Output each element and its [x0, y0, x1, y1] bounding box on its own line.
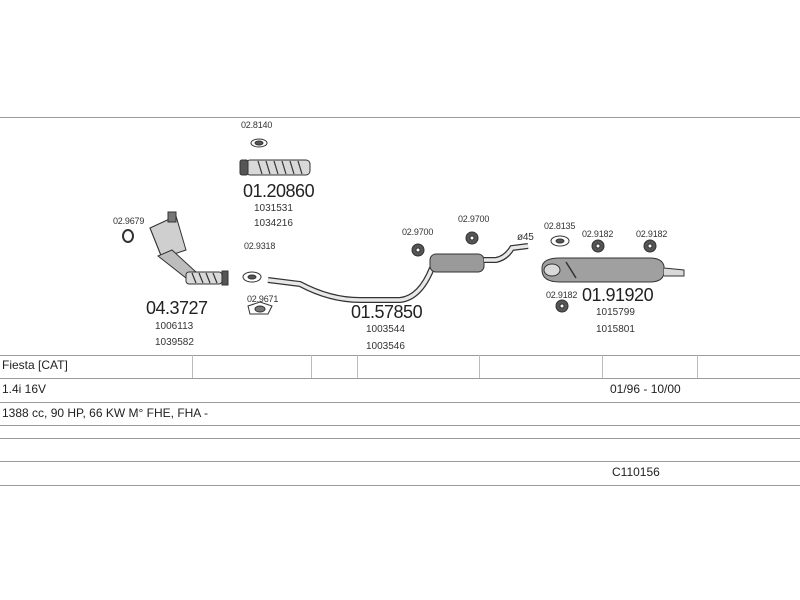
code-02-9182-a: 02.9182: [582, 229, 614, 239]
table-line-4: [0, 425, 800, 426]
clamp-02-8135: [550, 235, 570, 247]
hanger-02-9182-c: [555, 299, 569, 313]
code-02-9318: 02.9318: [244, 241, 276, 251]
catalog-code: C110156: [612, 465, 660, 479]
code-02-9182-b: 02.9182: [636, 229, 668, 239]
engine-specs: 1388 cc, 90 HP, 66 KW M° FHE, FHA -: [2, 406, 208, 420]
rear-silencer-01-91920: [541, 257, 685, 283]
table-line-1: [0, 355, 800, 356]
engine-name: 1.4i 16V: [2, 382, 47, 396]
diagram-top-border: [0, 117, 800, 118]
table-divider-6: [697, 355, 698, 378]
ref-04-3727-a: 1006113: [155, 321, 194, 332]
ref-04-3727-b: 1039582: [155, 337, 194, 348]
ref-01-57850-b: 1003546: [366, 341, 405, 352]
ref-01-91920-a: 1015799: [596, 307, 635, 318]
gasket-02-8140: [250, 138, 268, 148]
clamp-02-9671: [247, 301, 273, 315]
pipe-diameter-label: ø45: [517, 232, 534, 243]
code-02-9671: 02.9671: [247, 294, 279, 304]
hanger-02-9700-a: [411, 243, 425, 257]
code-01-20860: 01.20860: [243, 181, 315, 201]
ref-01-20860-b: 1034216: [254, 218, 293, 229]
code-02-8140: 02.8140: [241, 120, 273, 130]
table-divider-2: [311, 355, 312, 378]
table-line-3: [0, 402, 800, 403]
ref-01-20860-a: 1031531: [254, 203, 293, 214]
ring-02-9679: [122, 229, 134, 243]
code-02-9700-b: 02.9700: [458, 214, 490, 224]
hanger-02-9700-b: [465, 231, 479, 245]
table-divider-5: [602, 355, 603, 378]
code-01-57850: 01.57850: [351, 302, 423, 322]
code-02-9679: 02.9679: [113, 216, 145, 226]
exhaust-drawing: [122, 138, 685, 315]
code-02-9182-c: 02.9182: [546, 290, 578, 300]
table-divider-3: [357, 355, 358, 378]
catalytic-converter-04-3727: [149, 211, 229, 286]
gasket-02-9318: [242, 271, 262, 283]
hanger-02-9182-b: [643, 239, 657, 253]
model-name: Fiesta [CAT]: [2, 358, 68, 372]
table-divider-4: [479, 355, 480, 378]
middle-pipe-01-57850: [267, 243, 529, 303]
table-line-7: [0, 485, 800, 486]
ref-01-91920-b: 1015801: [596, 324, 635, 335]
hanger-02-9182-a: [591, 239, 605, 253]
table-line-2: [0, 378, 800, 379]
table-line-6: [0, 461, 800, 462]
table-divider-1: [192, 355, 193, 378]
ref-01-57850-a: 1003544: [366, 324, 405, 335]
front-pipe-01-20860: [239, 159, 311, 176]
code-04-3727: 04.3727: [146, 298, 208, 318]
table-line-5: [0, 438, 800, 439]
code-02-8135: 02.8135: [544, 221, 576, 231]
code-02-9700-a: 02.9700: [402, 227, 434, 237]
code-01-91920: 01.91920: [582, 285, 654, 305]
production-period: 01/96 - 10/00: [610, 382, 681, 396]
